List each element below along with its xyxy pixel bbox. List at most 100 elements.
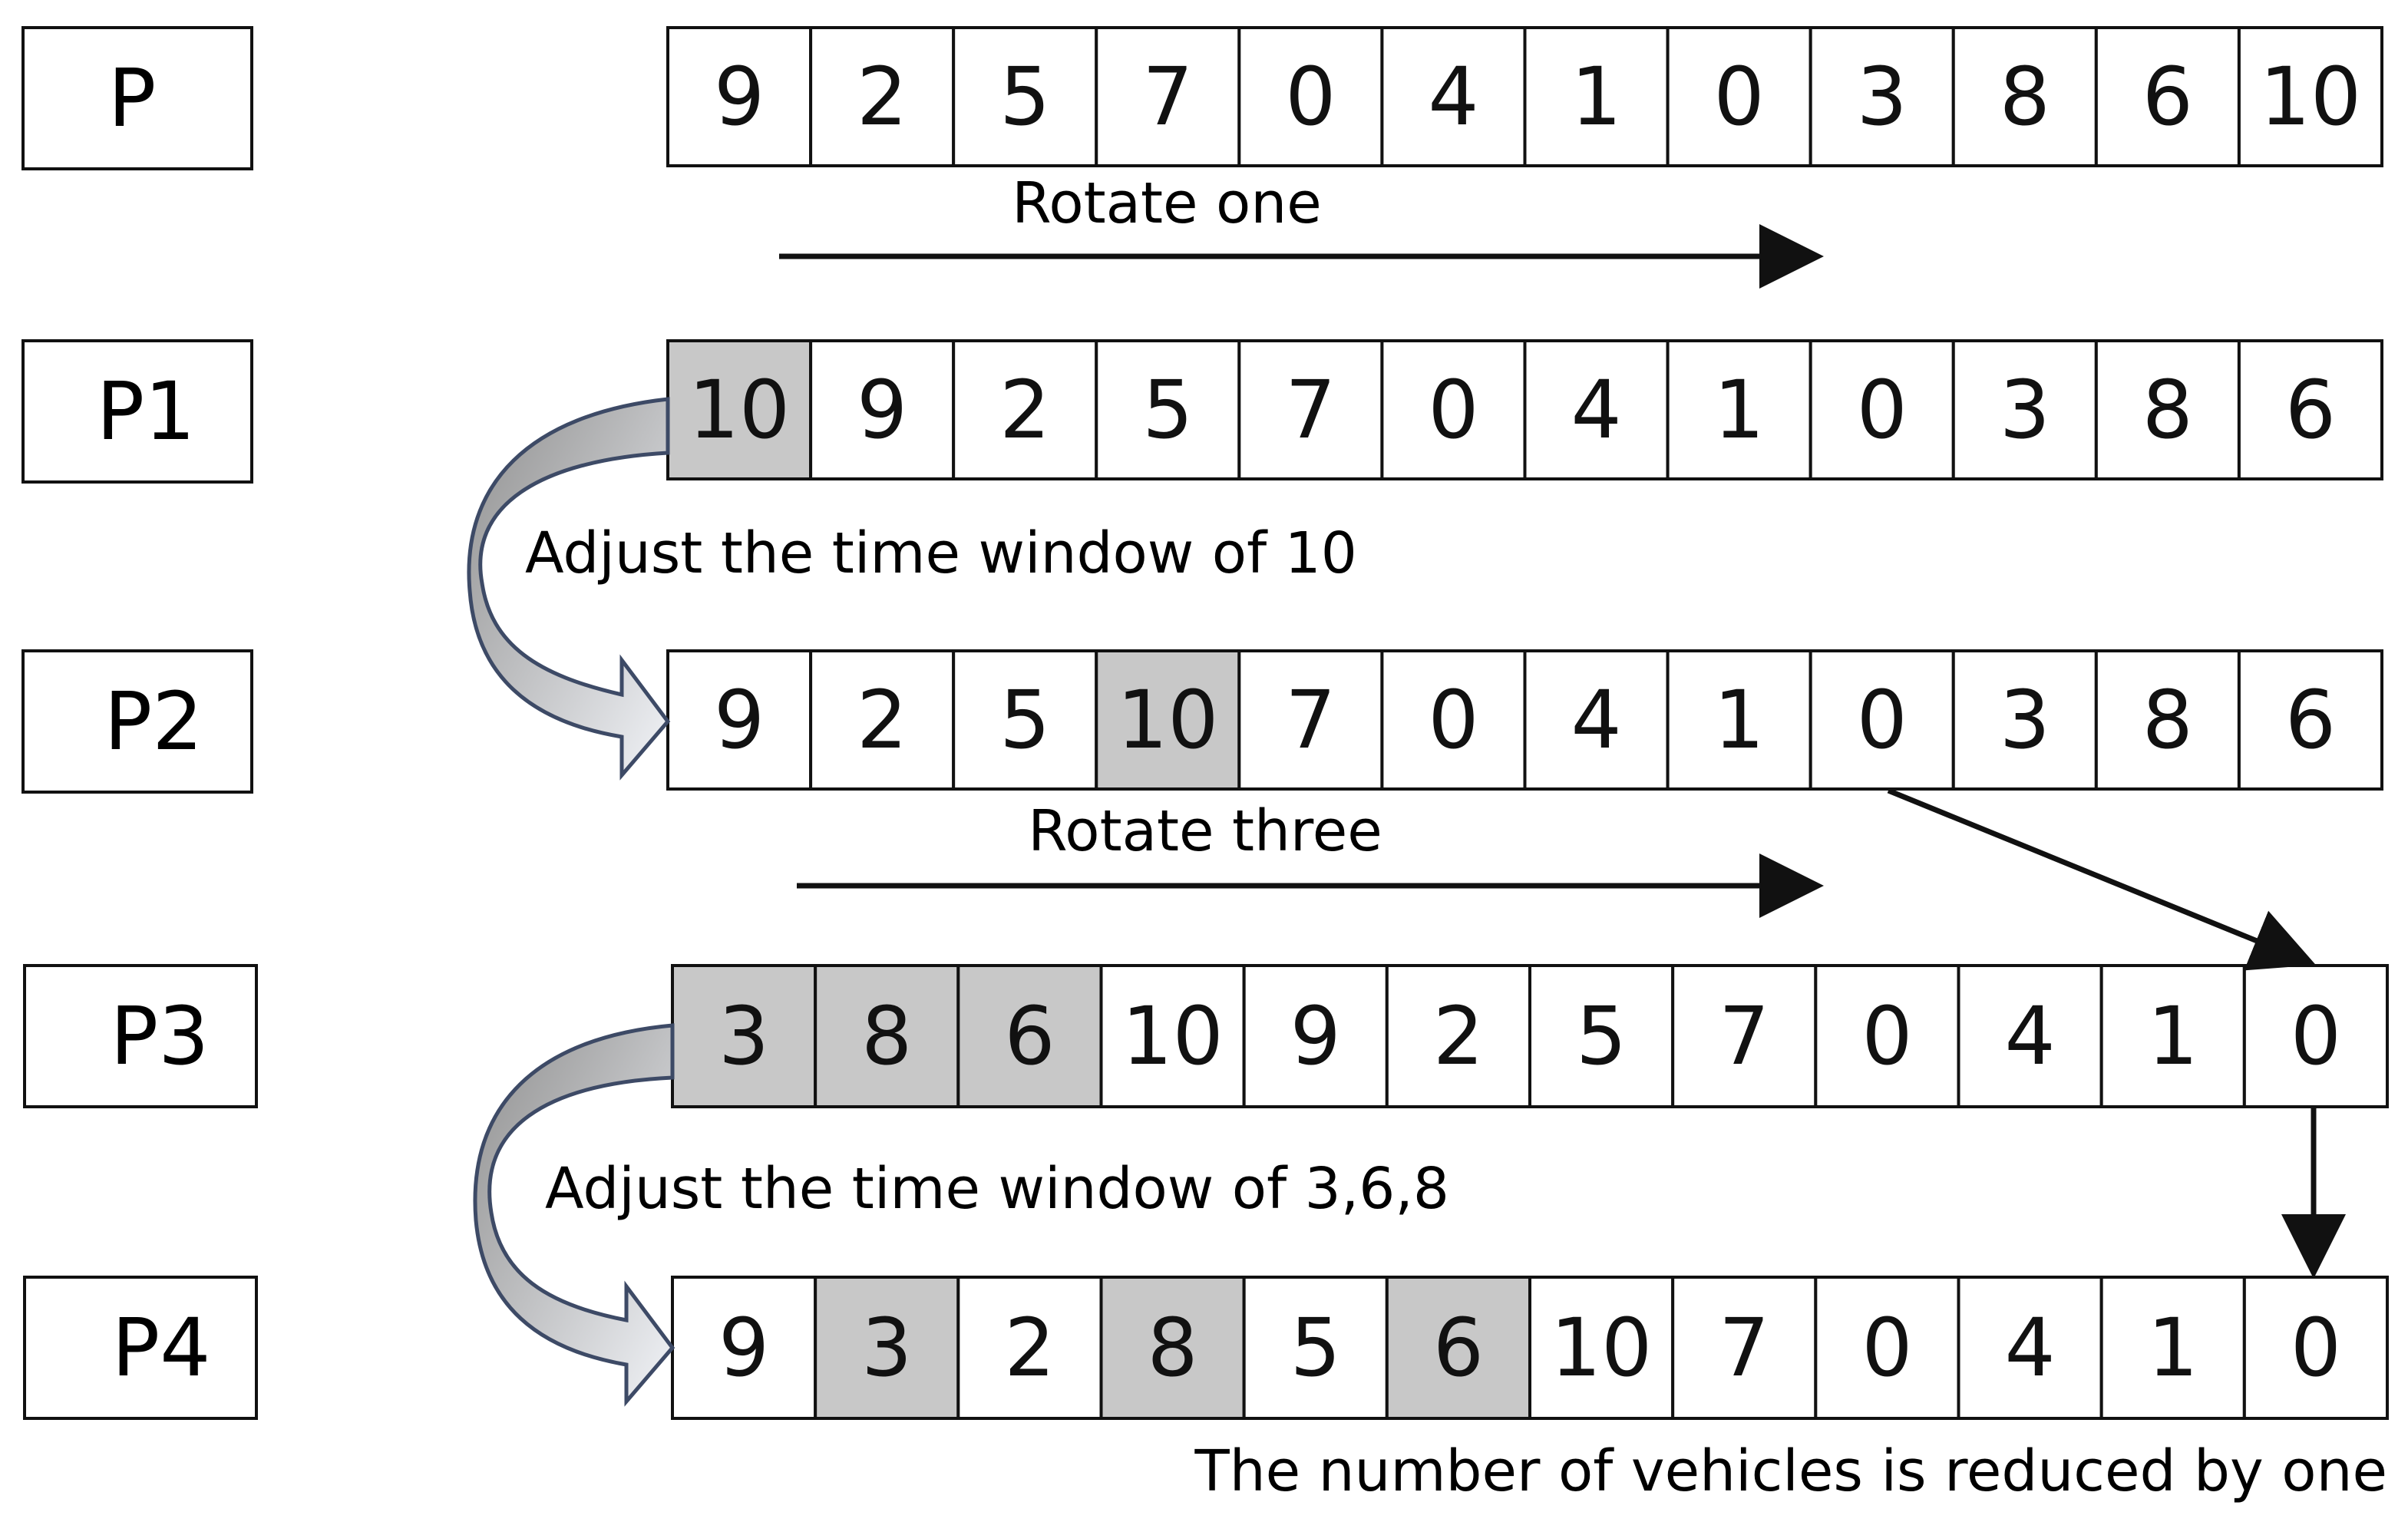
cell-box — [1808, 649, 1955, 791]
cell-value: 3 — [718, 989, 769, 1083]
sequence-cell: 8 — [2094, 339, 2241, 480]
cell-box — [1814, 1276, 1960, 1420]
sequence-cell: 10 — [1528, 1276, 1675, 1420]
sequence-cell: 5 — [1095, 339, 1241, 480]
sequence-cell: 6 — [2237, 339, 2384, 480]
cell-value: 6 — [1004, 989, 1055, 1083]
sequence-cell: 0 — [1808, 649, 1955, 791]
cell-value: 0 — [1428, 673, 1478, 767]
row-label: P — [108, 51, 157, 145]
vehicles-reduced-label: The number of vehicles is reduced by one — [1194, 1438, 2388, 1504]
cell-value: 2 — [857, 50, 907, 144]
cell-value: 3 — [2000, 363, 2050, 457]
cell-value: 4 — [2004, 1301, 2055, 1395]
sequence-cell: 1 — [1523, 26, 1670, 167]
sequence-cell: 7 — [1671, 964, 1818, 1108]
sequence-cell: 1 — [1666, 649, 1812, 791]
cell-box — [1808, 339, 1955, 480]
cell-value: 5 — [1290, 1301, 1341, 1395]
cell-value: 0 — [1857, 673, 1908, 767]
cell-value: 2 — [857, 673, 907, 767]
sequence-cell: 7 — [1671, 1276, 1818, 1420]
cell-value: 2 — [1004, 1301, 1055, 1395]
cell-box — [1666, 339, 1812, 480]
cell-box — [1671, 964, 1818, 1108]
sequence-cell: 4 — [1523, 649, 1670, 791]
cell-value: 3 — [861, 1301, 912, 1395]
cell-value: 10 — [689, 363, 790, 457]
cell-box — [1237, 26, 1384, 167]
sequence-cell: 0 — [2242, 964, 2389, 1108]
cell-box — [1957, 964, 2103, 1108]
cell-value: 6 — [2285, 363, 2336, 457]
cell-value: 9 — [1290, 989, 1341, 1083]
cell-value: 8 — [2142, 673, 2193, 767]
cell-box — [956, 964, 1103, 1108]
cell-value: 0 — [1428, 363, 1478, 457]
cell-box — [1385, 964, 1532, 1108]
cell-value: 7 — [1719, 1301, 1769, 1395]
cell-value: 5 — [1142, 363, 1193, 457]
cell-value: 7 — [1285, 673, 1336, 767]
sequence-cell: 0 — [2242, 1276, 2389, 1420]
cell-value: 10 — [1117, 673, 1218, 767]
sequence-cell: 5 — [1242, 1276, 1389, 1420]
cell-value: 0 — [1861, 989, 1912, 1083]
cell-box — [1523, 339, 1670, 480]
cell-value: 9 — [714, 50, 765, 144]
cell-box — [1380, 339, 1527, 480]
cell-value: 4 — [2004, 989, 2055, 1083]
sequence-cell: 2 — [952, 339, 1098, 480]
cell-value: 8 — [861, 989, 912, 1083]
cell-box — [1385, 1276, 1532, 1420]
sequence-cell: 4 — [1380, 26, 1527, 167]
sequence-cell: 10 — [1095, 649, 1241, 791]
row-label-box — [21, 649, 253, 794]
sequence-cell: 3 — [1951, 649, 2098, 791]
sequence-cell: 0 — [1666, 26, 1812, 167]
cell-box — [814, 964, 960, 1108]
sequence-cell: 0 — [1380, 339, 1527, 480]
sequence-cell: 1 — [2099, 964, 2246, 1108]
cell-value: 7 — [1285, 363, 1336, 457]
cell-box — [2237, 649, 2384, 791]
cell-value: 6 — [2142, 50, 2193, 144]
cell-value: 2 — [999, 363, 1050, 457]
cell-box — [666, 649, 813, 791]
cell-box — [1666, 26, 1812, 167]
cell-value: 7 — [1142, 50, 1193, 144]
cell-box — [1099, 1276, 1246, 1420]
cell-value: 5 — [999, 50, 1050, 144]
sequence-cell: 4 — [1957, 964, 2103, 1108]
row-label-box — [23, 964, 258, 1108]
row-label-box — [23, 1276, 258, 1420]
adjust-368-label: Adjust the time window of 3,6,8 — [545, 1156, 1449, 1222]
cell-value: 3 — [2000, 673, 2050, 767]
rotate-three-label: Rotate three — [1028, 798, 1382, 864]
cell-value: 10 — [1121, 989, 1223, 1083]
cell-box — [1814, 964, 1960, 1108]
cell-box — [671, 964, 818, 1108]
sequence-cell: 9 — [809, 339, 956, 480]
sequence-cell: 10 — [2237, 26, 2384, 167]
cell-box — [1242, 964, 1389, 1108]
sequence-cell: 8 — [1099, 1276, 1246, 1420]
cell-box — [1951, 649, 2098, 791]
cell-value: 0 — [1285, 50, 1336, 144]
cell-value: 1 — [2148, 1301, 2198, 1395]
cell-value: 1 — [1571, 50, 1621, 144]
cell-value: 1 — [1714, 673, 1765, 767]
sequence-cell: 0 — [1814, 1276, 1960, 1420]
cell-value: 8 — [1147, 1301, 1197, 1395]
cell-box — [956, 1276, 1103, 1420]
cell-box — [814, 1276, 960, 1420]
row-label: P1 — [97, 365, 196, 458]
cell-box — [671, 1276, 818, 1420]
cell-box — [2094, 26, 2241, 167]
sequence-cell: 0 — [1814, 964, 1960, 1108]
sequence-cell: 4 — [1523, 339, 1670, 480]
